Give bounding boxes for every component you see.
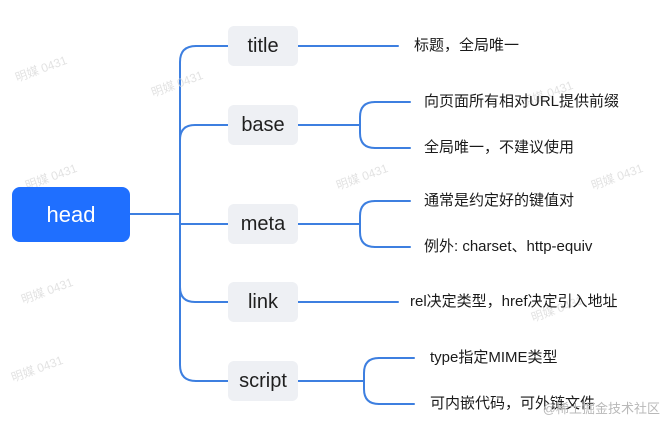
branch-connector-base — [179, 124, 229, 141]
leaf-note-base-1: 向页面所有相对URL提供前缀 — [424, 93, 620, 110]
footer-watermark: @稀土掘金技术社区 — [542, 401, 660, 416]
leaf-connector-meta-bracket — [359, 200, 376, 248]
branch-label: script — [239, 369, 287, 392]
root-label: head — [46, 201, 96, 227]
branch-node-meta: meta — [228, 204, 298, 244]
leaf-note-meta-1: 通常是约定好的键值对 — [424, 192, 575, 209]
branch-label: meta — [240, 212, 286, 235]
branch-label: base — [241, 113, 285, 136]
branch-connector-link — [179, 286, 229, 303]
branch-node-link: link — [228, 282, 298, 322]
leaf-connector-base-bracket — [359, 101, 376, 149]
leaf-note-script-1: type指定MIME类型 — [430, 349, 558, 366]
leaf-note-base-2: 全局唯一，不建议使用 — [424, 139, 575, 156]
branch-label: title — [247, 34, 279, 57]
branch-node-base: base — [228, 105, 298, 145]
branch-label: link — [247, 290, 278, 313]
branch-node-title: title — [228, 26, 298, 66]
leaf-note-title: 标题，全局唯一 — [414, 37, 520, 54]
leaf-connector-script-bracket — [363, 357, 380, 405]
leaf-note-script-2: 可内嵌代码，可外链文件 — [430, 395, 596, 412]
root-node: head — [12, 187, 130, 242]
leaf-note-link: rel决定类型，href决定引入地址 — [410, 293, 618, 310]
leaf-note-meta-2: 例外: charset、http-equiv — [424, 238, 593, 255]
branch-connector-meta — [179, 213, 229, 225]
trunk-line — [179, 45, 197, 382]
branch-node-script: script — [228, 361, 298, 401]
